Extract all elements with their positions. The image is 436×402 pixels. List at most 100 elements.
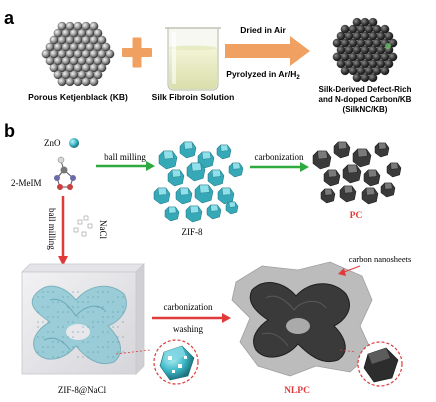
product-sphere bbox=[368, 17, 378, 27]
zif8-dot bbox=[102, 346, 104, 348]
zif8-dot bbox=[72, 336, 74, 338]
pyrolyzed-subscript: 2 bbox=[296, 75, 300, 81]
pc-crystal bbox=[323, 169, 341, 187]
nanosheets-pointer-arrow bbox=[338, 265, 361, 276]
nlpc-label: NLPC bbox=[284, 386, 310, 396]
zif8-dot bbox=[97, 336, 99, 338]
zif8-dot bbox=[87, 326, 89, 328]
2-meim-molecule-icon bbox=[54, 156, 76, 190]
zif8-dot bbox=[112, 326, 114, 328]
zif8-magnified-inset bbox=[115, 339, 199, 385]
ball-milling-side-label: ball milling bbox=[47, 208, 57, 250]
pc-crystal bbox=[312, 150, 332, 170]
zif8-crystal bbox=[216, 144, 232, 160]
zif8-crystal bbox=[167, 169, 185, 187]
zif8-dot bbox=[57, 316, 59, 318]
zif8-dot bbox=[77, 331, 79, 333]
zif8-crystal bbox=[186, 162, 206, 182]
zif8-dot bbox=[57, 301, 59, 303]
zif8-dot bbox=[82, 316, 84, 318]
zif8-dot bbox=[72, 346, 74, 348]
zif8-dot bbox=[52, 291, 54, 293]
zif8-dot bbox=[107, 301, 109, 303]
kb-sphere bbox=[93, 70, 103, 80]
zif8-crystal bbox=[153, 187, 171, 205]
zif8-crystal bbox=[206, 204, 222, 220]
plus-icon bbox=[122, 37, 152, 68]
pyrolyzed-label: Pyrolyzed in Ar/H2 bbox=[226, 69, 300, 81]
kb-sphere bbox=[81, 77, 91, 87]
zif8-dot bbox=[37, 311, 39, 313]
pc-crystal bbox=[374, 142, 390, 158]
zif8-nacl-composite bbox=[21, 263, 145, 375]
kb-sphere bbox=[93, 28, 103, 38]
zif8-dot bbox=[62, 326, 64, 328]
zif8-dot bbox=[92, 336, 94, 338]
carbonization-bottom-label: carbonization bbox=[164, 302, 213, 312]
zif8-dot bbox=[67, 311, 69, 313]
zif8-dot bbox=[52, 346, 54, 348]
zif8-dot bbox=[97, 346, 99, 348]
zif8-dot bbox=[117, 336, 119, 338]
zif8-dot bbox=[72, 321, 74, 323]
zif8-dot bbox=[37, 321, 39, 323]
product-sphere bbox=[360, 73, 370, 83]
zif8-dot bbox=[97, 296, 99, 298]
zif8-dot bbox=[97, 321, 99, 323]
zif8-dot bbox=[77, 346, 79, 348]
zif8-dot bbox=[112, 311, 114, 313]
beaker-icon bbox=[165, 27, 221, 91]
zif8-dot bbox=[42, 346, 44, 348]
zif8-dot bbox=[52, 341, 54, 343]
kb-sphere bbox=[105, 49, 115, 59]
carbonization-arrow-bottom bbox=[152, 313, 231, 323]
product-sphere bbox=[340, 66, 350, 76]
kb-sphere bbox=[101, 56, 111, 66]
kb-sphere bbox=[101, 42, 111, 52]
zif8-dot bbox=[112, 301, 114, 303]
zif8-crystal bbox=[185, 205, 203, 223]
zif8-dot bbox=[87, 301, 89, 303]
ketjenblack-sphere-cluster bbox=[41, 21, 115, 87]
kb-sphere bbox=[89, 21, 99, 31]
zif8-dot bbox=[92, 351, 94, 353]
zif8-crystal-group bbox=[153, 141, 244, 223]
zif8-dot bbox=[67, 306, 69, 308]
zif8-crystal bbox=[158, 150, 178, 170]
zif8-dot bbox=[102, 321, 104, 323]
zif8-dot bbox=[57, 356, 59, 358]
zif8-dot bbox=[112, 316, 114, 318]
zif8-crystal bbox=[164, 206, 180, 222]
ball-milling-top-label: ball milling bbox=[104, 152, 146, 162]
zif8-dot bbox=[102, 316, 104, 318]
zif8-dot bbox=[72, 306, 74, 308]
zif8-dot bbox=[52, 331, 54, 333]
zif8-dot bbox=[47, 306, 49, 308]
product-sphere bbox=[352, 73, 362, 83]
zif8-dot bbox=[47, 316, 49, 318]
zif8-dot bbox=[62, 311, 64, 313]
product-sphere bbox=[388, 52, 398, 62]
zif8-dot bbox=[122, 351, 124, 353]
zif8-label: ZIF-8 bbox=[182, 227, 203, 237]
pc-crystal-group bbox=[312, 141, 402, 205]
zif8-dot bbox=[42, 321, 44, 323]
zif8-dot bbox=[57, 341, 59, 343]
zif8-dot bbox=[92, 311, 94, 313]
zif8-dot bbox=[62, 341, 64, 343]
zif8-dot bbox=[117, 351, 119, 353]
nlpc-magnified-inset bbox=[339, 341, 403, 387]
zif8-dot bbox=[117, 341, 119, 343]
zif8-dot bbox=[77, 291, 79, 293]
zif8-dot bbox=[107, 331, 109, 333]
zif8-dot bbox=[37, 296, 39, 298]
carbonization-top-label: carbonization bbox=[255, 152, 304, 162]
zif8-crystal bbox=[228, 162, 244, 178]
zif8-dot bbox=[87, 311, 89, 313]
product-sphere bbox=[384, 31, 394, 41]
zif8-dot bbox=[37, 336, 39, 338]
carbon-nanosheets-label: carbon nanosheets bbox=[349, 254, 412, 264]
zif8-dot bbox=[42, 351, 44, 353]
zif8-dot bbox=[107, 341, 109, 343]
pc-crystal bbox=[352, 148, 372, 168]
